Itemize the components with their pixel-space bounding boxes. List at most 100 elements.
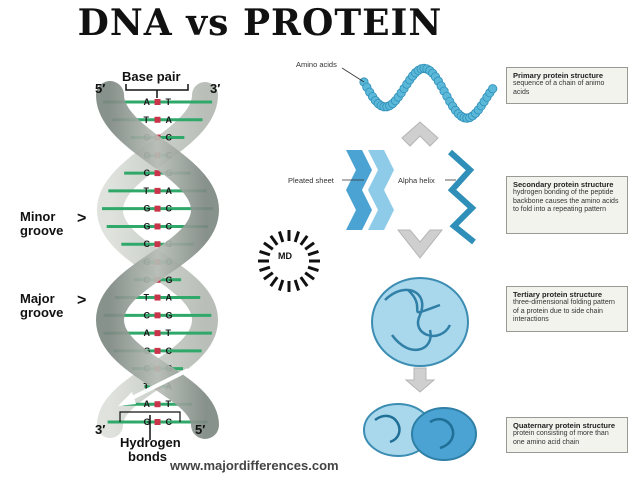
base-left: C xyxy=(144,239,151,249)
md-logo-icon xyxy=(258,230,320,292)
minor-groove-pointer-icon: > xyxy=(77,210,87,227)
logo-ray xyxy=(304,241,315,251)
base-left: G xyxy=(144,221,151,231)
base-right: C xyxy=(166,346,173,356)
split-arrow-icon xyxy=(401,121,439,147)
secondary-structure-desc: hydrogen bonding of the peptide backbone… xyxy=(513,189,619,213)
secondary-structure-title: Secondary protein structure xyxy=(513,180,614,189)
logo-ray xyxy=(277,279,285,291)
base-right: A xyxy=(166,186,173,196)
strand-end-bottom-right: 5′ xyxy=(195,422,206,437)
base-pair-bracket xyxy=(125,84,189,91)
base-left: T xyxy=(144,186,150,196)
hydrogen-bond-mark xyxy=(154,294,161,301)
strand-direction-arrow xyxy=(127,368,189,402)
amino-acid-bead xyxy=(488,84,498,94)
protein-structures-illustration xyxy=(341,63,498,461)
footer-url: www.majordifferences.com xyxy=(170,458,339,473)
major-groove-label-line2: groove xyxy=(20,305,64,320)
hydrogen-bond-mark xyxy=(154,401,161,408)
primary-structure-title: Primary protein structure xyxy=(513,71,604,80)
base-left: C xyxy=(144,310,151,320)
amino-acid-chain xyxy=(359,63,498,123)
base-right: C xyxy=(166,133,173,143)
logo-ray xyxy=(259,265,271,273)
base-left: T xyxy=(144,115,150,125)
base-left: C xyxy=(144,168,151,178)
base-left: G xyxy=(144,204,151,214)
minor-groove-label-line2: groove xyxy=(20,223,64,238)
base-left: A xyxy=(144,328,151,338)
page-title: DNA vs PROTEIN xyxy=(77,2,443,44)
base-right: C xyxy=(166,204,173,214)
strand-end-top-right: 3′ xyxy=(210,81,221,96)
tertiary-structure-shape xyxy=(371,277,469,367)
hydrogen-bond-mark xyxy=(154,205,161,212)
base-right: A xyxy=(166,115,173,125)
logo-ray xyxy=(299,276,309,287)
base-right: G xyxy=(166,275,173,285)
logo-ray xyxy=(304,271,315,281)
strand-direction-arrowhead xyxy=(118,392,136,406)
md-logo-text: MD xyxy=(278,251,292,261)
tertiary-structure-title: Tertiary protein structure xyxy=(513,290,603,299)
hydrogen-bond-mark xyxy=(154,419,161,425)
base-right: A xyxy=(166,293,173,303)
hydrogen-bond-mark xyxy=(154,223,161,230)
alpha-helix-shape xyxy=(447,149,477,245)
quaternary-structure-box: Quaternary protein structure protein con… xyxy=(506,417,628,453)
logo-ray xyxy=(307,249,319,257)
base-left: T xyxy=(144,381,150,391)
logo-ray xyxy=(293,279,301,291)
secondary-structure-box: Secondary protein structure hydrogen bon… xyxy=(506,176,628,234)
base-right: T xyxy=(166,97,172,107)
logo-ray xyxy=(277,231,285,243)
tertiary-structure-desc: three-dimensional folding pattern of a p… xyxy=(513,299,615,323)
hydrogen-bond-mark xyxy=(154,116,161,123)
logo-ray xyxy=(293,231,301,243)
dna-front-strand xyxy=(95,81,220,439)
quaternary-structure-shape xyxy=(363,403,477,461)
minor-groove-label-line1: Minor xyxy=(20,209,56,224)
base-right: T xyxy=(166,328,172,338)
amino-acids-pointer xyxy=(341,67,365,83)
pleated-sheet-shape xyxy=(346,150,394,230)
quaternary-structure-desc: protein consisting of more than one amin… xyxy=(513,430,609,446)
hydrogen-bond-bracket xyxy=(119,411,181,422)
hydrogen-bonds-label-line1: Hydrogen xyxy=(120,435,181,450)
hydrogen-bond-mark xyxy=(154,187,161,194)
hydrogen-bond-mark xyxy=(154,170,161,177)
logo-ray xyxy=(259,249,271,257)
major-groove-label-line1: Major xyxy=(20,291,55,306)
base-right: C xyxy=(166,221,173,231)
base-pair-label: Base pair xyxy=(122,69,181,84)
hydrogen-bond-mark xyxy=(154,312,161,319)
hydrogen-bond-mark xyxy=(154,347,161,354)
logo-ray xyxy=(299,235,309,246)
strand-end-bottom-left: 3′ xyxy=(95,422,106,437)
tertiary-structure-box: Tertiary protein structure three-dimensi… xyxy=(506,286,628,332)
base-right: G xyxy=(166,310,173,320)
strand-end-top-left: 5′ xyxy=(95,81,106,96)
logo-ray xyxy=(269,276,279,287)
hydrogen-bond-mark xyxy=(154,241,161,248)
primary-structure-desc: sequence of a chain of animo acids xyxy=(513,80,605,96)
logo-ray xyxy=(269,235,279,246)
logo-ray xyxy=(307,265,319,273)
base-left: A xyxy=(144,399,151,409)
hydrogen-bond-mark xyxy=(154,99,161,105)
primary-structure-box: Primary protein structure sequence of a … xyxy=(506,67,628,104)
alpha-helix-label: Alpha helix xyxy=(398,176,435,185)
pleated-sheet-label: Pleated sheet xyxy=(288,176,334,185)
hydrogen-bond-mark xyxy=(154,330,161,337)
hydrogen-bonds-label-line2: bonds xyxy=(128,449,167,464)
logo-ray xyxy=(263,271,274,281)
base-right: T xyxy=(166,399,172,409)
amino-acids-label: Amino acids xyxy=(296,60,337,69)
base-left: T xyxy=(144,293,150,303)
major-groove-pointer-icon: > xyxy=(77,292,87,309)
base-left: G xyxy=(144,417,151,427)
merge-arrow-icon xyxy=(396,229,444,259)
down-arrow-icon xyxy=(404,367,436,393)
